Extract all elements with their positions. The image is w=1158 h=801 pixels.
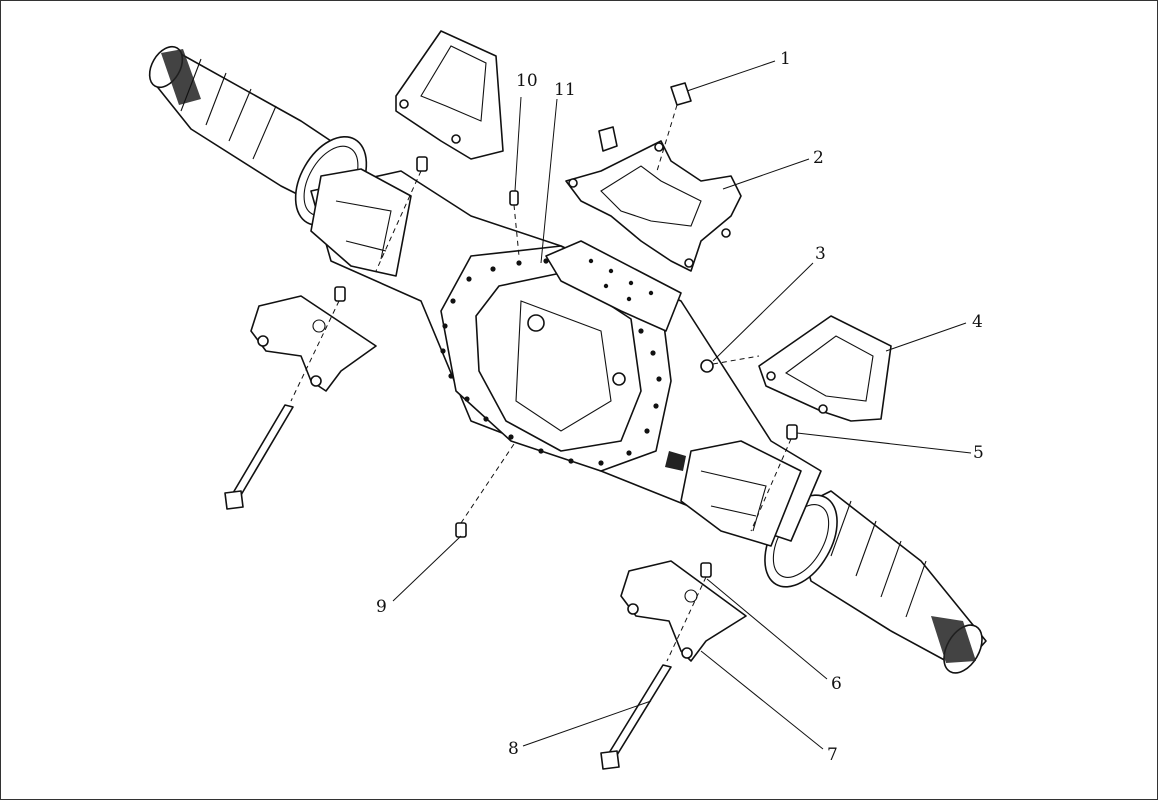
long-bolt-left bbox=[224, 404, 294, 510]
upper-reaction-bracket bbox=[565, 126, 742, 272]
callout-2: 2 bbox=[813, 148, 824, 168]
drain-plug bbox=[700, 355, 760, 373]
callout-5: 5 bbox=[973, 443, 984, 463]
top-bolt bbox=[656, 82, 692, 172]
spring-saddle-left bbox=[395, 30, 504, 160]
leader-lines bbox=[392, 60, 972, 750]
callout-9: 9 bbox=[376, 597, 387, 617]
callout-6: 6 bbox=[831, 674, 842, 694]
callout-3: 3 bbox=[815, 244, 826, 264]
callout-labels: 1 2 3 4 5 6 7 8 9 10 11 bbox=[376, 49, 984, 765]
callout-1: 1 bbox=[780, 49, 791, 69]
callout-11: 11 bbox=[554, 80, 576, 100]
callout-8: 8 bbox=[508, 739, 519, 759]
differential-housing bbox=[440, 240, 686, 472]
pin-bushings bbox=[334, 156, 798, 578]
callout-10: 10 bbox=[516, 71, 538, 91]
callout-7: 7 bbox=[827, 745, 838, 765]
spring-saddle-right bbox=[758, 315, 892, 422]
callout-4: 4 bbox=[972, 312, 983, 332]
long-bolt-right bbox=[600, 664, 672, 770]
clamp-plate-left bbox=[250, 295, 377, 392]
clamp-plate-right bbox=[620, 560, 747, 662]
assembly-lines bbox=[290, 170, 792, 662]
